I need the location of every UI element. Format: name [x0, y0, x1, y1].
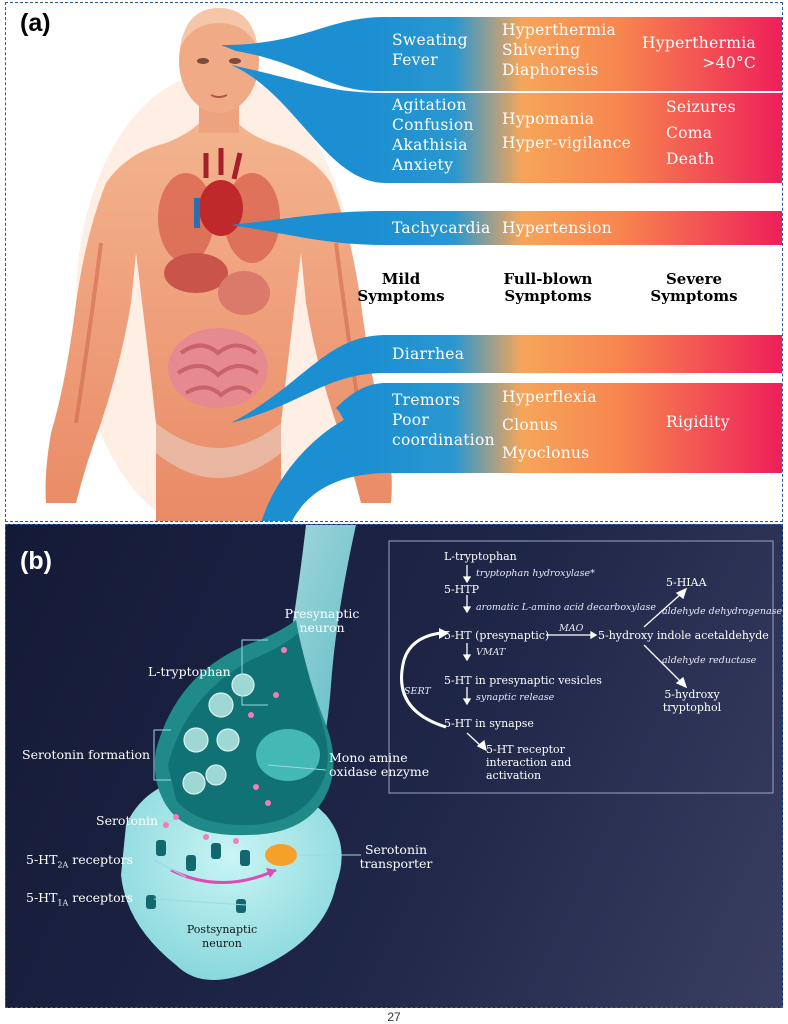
symptom-bands — [221, 17, 782, 521]
row4-mild: Diarrhea — [392, 345, 465, 363]
panel-b: (b) — [5, 524, 783, 1008]
label-serotonin-formation: Serotonin formation — [22, 747, 151, 762]
symptom-figure — [45, 8, 782, 521]
receptors — [146, 840, 250, 913]
pw-5ht-synapse: 5-HT in synapse — [444, 717, 534, 730]
pw-enzyme-aadc: aromatic L-amino acid decarboxylase — [476, 602, 656, 613]
pw-5ht-vesicles: 5-HT in presynaptic vesicles — [444, 674, 602, 687]
band-gi — [231, 335, 782, 423]
pw-enzyme-aldh: aldehyde dehydrogenase — [662, 606, 783, 617]
vesicles — [182, 673, 255, 795]
label-serotonin: Serotonin — [96, 813, 159, 828]
page-number: 27 — [387, 1010, 401, 1024]
pw-5htp: 5-HTP — [444, 583, 480, 596]
pw-enzyme-release: synaptic release — [476, 692, 555, 703]
pw-enzyme-ar: aldehyde reductase — [662, 655, 757, 666]
band-cardio — [231, 211, 782, 245]
pw-enzyme-mao: MAO — [559, 623, 584, 634]
synapse-illustration — [121, 525, 774, 980]
pw-l-tryptophan: L-tryptophan — [444, 550, 517, 563]
band-temperature — [221, 17, 782, 91]
row5-full: Hyperflexia Clonus Myoclonus — [502, 388, 597, 462]
row3-full: Hypertension — [502, 219, 612, 237]
panel-a-label: (a) — [20, 9, 51, 37]
pw-5ht-presynaptic: 5-HT (presynaptic) — [444, 629, 550, 642]
pw-5hiaa: 5-HIAA — [666, 576, 707, 589]
panel-b-label: (b) — [20, 547, 52, 575]
pathway-box — [388, 540, 774, 794]
row3-mild: Tachycardia — [392, 219, 491, 237]
row1-severe: Hyperthermia>40°C — [642, 34, 757, 72]
label-5ht2a-receptors: 5-HT2A receptors — [26, 852, 133, 870]
sert-arrow — [400, 631, 447, 729]
pw-5-hydroxy-indole-acetaldehyde: 5-hydroxy indole acetaldehyde — [598, 629, 769, 642]
band-motor-lower — [261, 403, 391, 521]
serotonin-molecules — [163, 647, 287, 844]
label-l-tryptophan: L-tryptophan — [148, 664, 231, 679]
band-neuro — [231, 65, 782, 183]
pw-enzyme-tph: tryptophan hydroxylase* — [476, 568, 595, 579]
band-motor-upper — [336, 383, 782, 473]
pw-enzyme-vmat: VMAT — [476, 647, 506, 658]
row2-severe: Seizures Coma Death — [666, 98, 736, 168]
pw-enzyme-sert: SERT — [404, 686, 431, 697]
mao-enzyme — [256, 729, 320, 781]
panel-a: (a) — [5, 2, 783, 522]
row5-severe: Rigidity — [666, 413, 730, 431]
label-5ht1a-receptors: 5-HT1A receptors — [26, 890, 133, 908]
sert — [265, 844, 297, 866]
